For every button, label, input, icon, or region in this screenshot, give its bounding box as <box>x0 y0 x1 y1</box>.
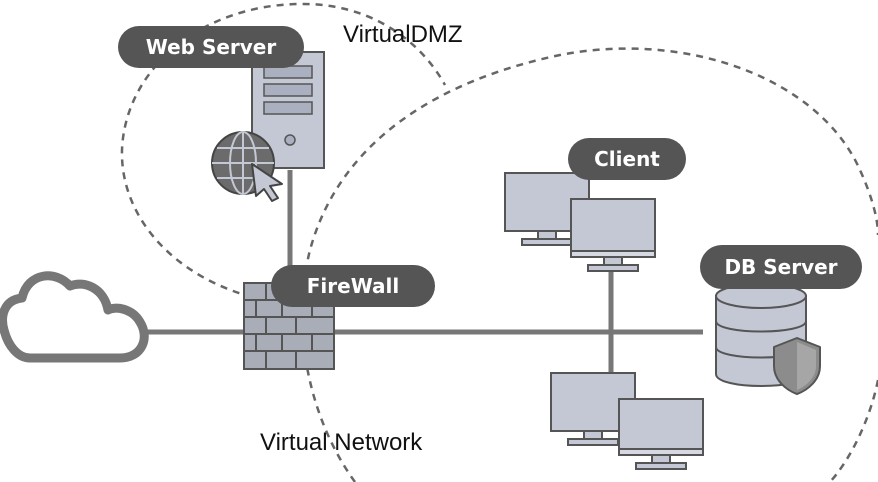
client-label-text: Client <box>594 147 660 171</box>
dmz-zone-label: VirtualDMZ <box>343 21 463 48</box>
db-server-label: DB Server <box>700 245 862 289</box>
monitor-icon <box>570 198 656 272</box>
cloud-icon <box>0 271 149 363</box>
monitor-icon <box>618 398 704 470</box>
dmz-zone-boundary <box>120 2 447 307</box>
database-shield-icon <box>715 283 821 395</box>
firewall-label: FireWall <box>271 265 435 307</box>
client-label: Client <box>568 138 686 180</box>
network-zone-label: Virtual Network <box>260 429 423 456</box>
firewall-label-text: FireWall <box>307 274 400 298</box>
virtual-network-zone-boundary <box>301 47 878 482</box>
db-server-label-text: DB Server <box>724 255 837 279</box>
web-server-label: Web Server <box>118 26 304 68</box>
globe-cursor-icon <box>211 131 283 202</box>
web-server-label-text: Web Server <box>146 35 277 59</box>
